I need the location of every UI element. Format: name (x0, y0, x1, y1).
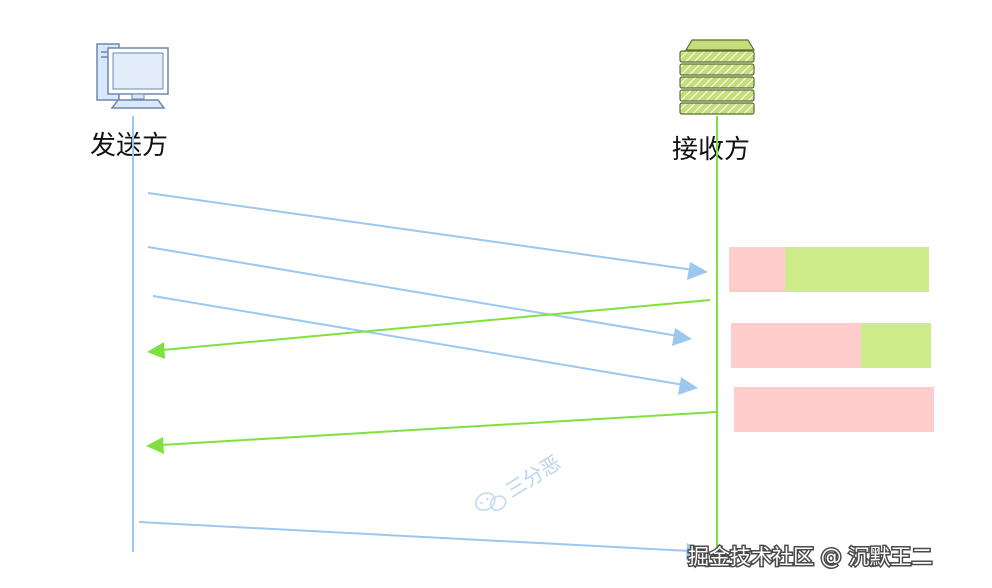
server-icon (679, 39, 756, 115)
computer-icon (96, 43, 169, 109)
receive-buffer-1 (729, 247, 929, 292)
buffer-free-segment (785, 247, 929, 292)
buffer-free-segment (861, 323, 931, 368)
buffer-used-segment (729, 247, 785, 292)
sender-label: 发送方 (90, 131, 168, 161)
message-arrow-1 (147, 192, 708, 280)
receiver-label: 接收方 (672, 135, 750, 165)
buffer-used-segment (731, 323, 861, 368)
receive-buffer-3 (734, 387, 934, 432)
message-arrow-3 (152, 295, 698, 395)
watermark-text: 三分恶 (501, 450, 565, 502)
receive-buffer-2 (731, 323, 931, 368)
buffer-used-segment (734, 387, 934, 432)
watermark: 三分恶 (475, 450, 565, 512)
message-arrow-5 (146, 411, 717, 454)
message-arrow-4 (147, 299, 711, 359)
credit-text: 掘金技术社区 @ 沉默王二 (688, 545, 932, 569)
message-arrow-6 (138, 521, 704, 560)
wechat-icon (475, 492, 507, 512)
message-arrow-2 (147, 246, 692, 346)
